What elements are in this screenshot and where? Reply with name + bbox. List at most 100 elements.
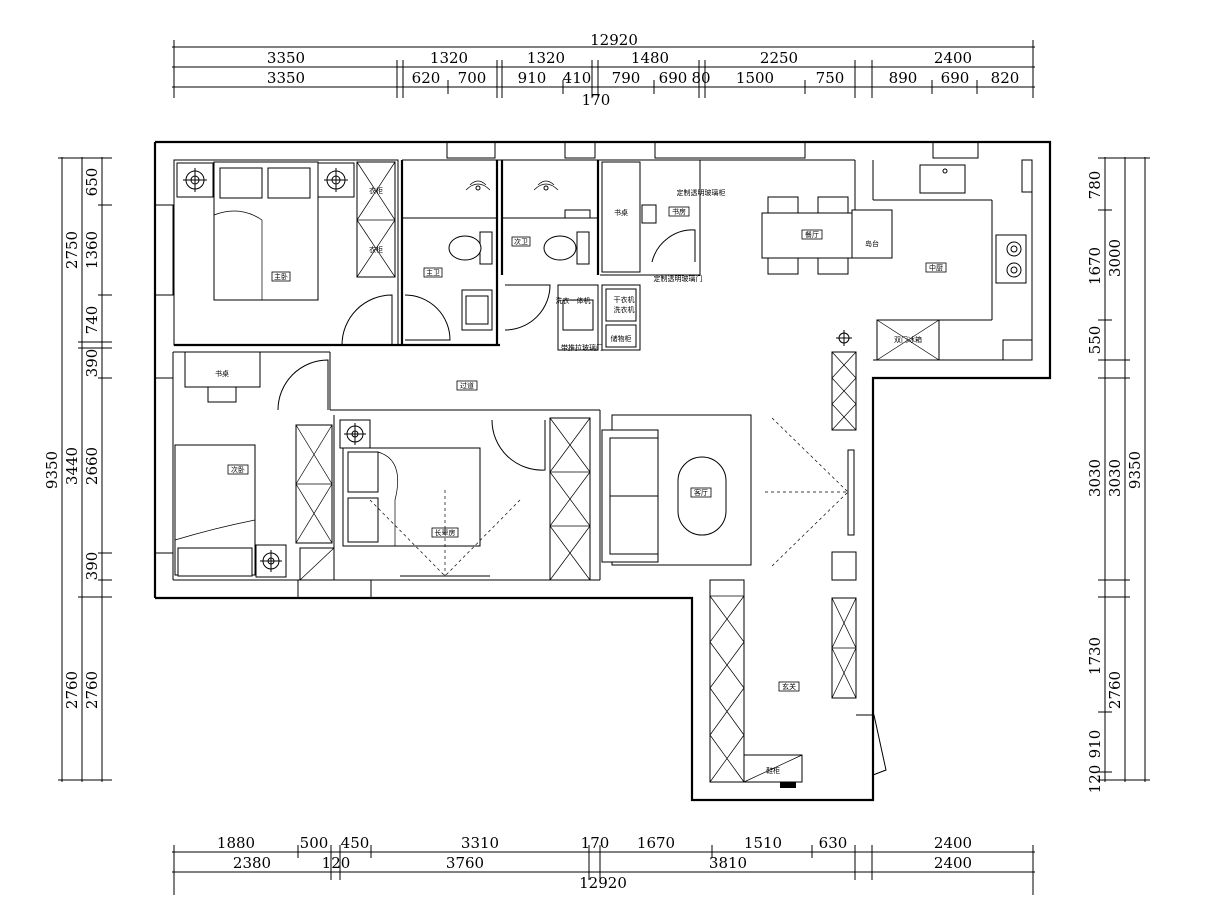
dim-top-r1-3: 1480 xyxy=(631,49,669,67)
door-swing xyxy=(651,229,696,263)
fridge-label: 双门冰箱 xyxy=(894,335,922,344)
dim-left-c2-6: 2760 xyxy=(83,671,101,709)
wardrobe-second xyxy=(295,424,333,544)
chair xyxy=(817,196,849,214)
dim-bot-r2-2: 3760 xyxy=(446,854,484,872)
shoe-cabinet xyxy=(831,597,857,699)
dim-top-r2-2: 700 xyxy=(458,69,487,87)
dim-right-total: 9350 xyxy=(1126,451,1144,489)
wardrobe-label: 衣柜 xyxy=(369,186,383,195)
right-dimensions: 780 1670 550 3030 1730 910 120 3000 3030… xyxy=(1086,157,1150,793)
storage-label: 储物柜 xyxy=(611,334,632,343)
door-swing xyxy=(491,419,546,471)
door-swing xyxy=(277,359,329,411)
desk-label: 书桌 xyxy=(215,369,229,378)
wardrobe-master: 衣柜 衣柜 xyxy=(356,161,396,278)
chair xyxy=(817,257,849,275)
dim-left-c2-1: 1360 xyxy=(83,231,101,269)
dim-left-c2-0: 650 xyxy=(83,168,101,197)
room-label-living: 客厅 xyxy=(694,488,708,497)
threshold xyxy=(780,782,796,788)
toilet-icon xyxy=(448,231,493,265)
dim-top-r2-7: 80 xyxy=(691,69,710,87)
living-room: 客厅 xyxy=(601,330,857,581)
dim-right-c2-1: 3030 xyxy=(1106,459,1124,497)
dim-top-r2-6: 690 xyxy=(659,69,688,87)
sink-icon xyxy=(919,164,966,194)
interior-walls xyxy=(172,159,1033,581)
dim-left-c2-2: 740 xyxy=(83,306,101,335)
desk xyxy=(184,351,261,388)
chair xyxy=(767,257,799,275)
wardrobe-label: 衣柜 xyxy=(369,245,383,254)
dim-top-total: 12920 xyxy=(590,31,638,49)
dim-left-c1-2: 2760 xyxy=(63,671,81,709)
glass-partition-label: 定制透明玻璃柜 xyxy=(677,188,726,197)
dim-top-r2-3: 910 xyxy=(518,69,547,87)
door-swing xyxy=(504,284,551,331)
wardrobe-entrance xyxy=(709,579,745,783)
bottom-dimensions: 1880 500 450 3310 170 1670 1510 630 2400… xyxy=(172,834,1035,895)
elder-room: 长辈房 xyxy=(339,417,591,581)
nightstand-lamp-icon xyxy=(317,162,355,198)
pendant-light-icon xyxy=(836,330,852,346)
nightstand-lamp-icon xyxy=(255,544,287,578)
room-label-second-bath: 次卫 xyxy=(514,237,528,246)
top-dimensions: 12920 3350 1320 1320 1480 2250 2400 3350… xyxy=(172,31,1035,109)
glass-door-label: 定制透明玻璃门 xyxy=(654,274,703,283)
dim-right-c1-3: 3030 xyxy=(1086,459,1104,497)
left-dimensions: 9350 2750 3440 2760 650 1360 740 390 266… xyxy=(43,157,112,782)
sink-icon xyxy=(557,284,599,351)
room-label-study: 书房 xyxy=(672,207,686,216)
dining-kitchen: 餐厅 岛台 中厨 双门冰箱 xyxy=(761,159,1033,361)
chair xyxy=(641,204,657,224)
laundry-tap-label: 带推拉玻璃门 xyxy=(561,343,603,352)
dim-top-r1-5: 2400 xyxy=(934,49,972,67)
master-bedroom: 衣柜 衣柜 主卧 xyxy=(176,161,396,346)
dim-bot-r1-4: 170 xyxy=(581,834,610,852)
chair xyxy=(207,386,237,403)
dim-bot-r1-2: 450 xyxy=(341,834,370,852)
dim-right-c1-6: 120 xyxy=(1086,765,1104,794)
dim-left-total: 9350 xyxy=(43,451,61,489)
dim-top-r2-8: 1500 xyxy=(736,69,774,87)
entry-door xyxy=(856,714,887,776)
sofa xyxy=(601,429,659,563)
dim-left-c2-4: 2660 xyxy=(83,447,101,485)
dim-top-r2-12: 820 xyxy=(991,69,1020,87)
desk xyxy=(601,161,641,273)
dim-bot-r2-4: 2400 xyxy=(934,854,972,872)
nightstand-lamp-icon xyxy=(339,419,371,449)
dim-top-r2-1: 620 xyxy=(412,69,441,87)
stove-icon xyxy=(995,234,1027,284)
dim-left-c2-3: 390 xyxy=(83,349,101,378)
desk-label: 书桌 xyxy=(614,208,628,217)
dim-top-r1-4: 2250 xyxy=(760,49,798,67)
room-label-master-bath: 主卫 xyxy=(426,268,440,277)
dim-top-r2-0: 3350 xyxy=(267,69,305,87)
wardrobe-elder xyxy=(549,417,591,581)
bathrooms: 主卫 次卫 洗衣一体机 带推拉玻璃门 干衣机 洗衣机 储物柜 xyxy=(404,180,641,352)
room-label-entrance: 玄关 xyxy=(782,682,796,691)
dim-right-c1-5: 910 xyxy=(1086,730,1104,759)
dim-top-below: 170 xyxy=(582,91,611,109)
dim-bot-r1-3: 3310 xyxy=(461,834,499,852)
dim-bot-r2-1: 120 xyxy=(322,854,351,872)
washer-label: 洗衣机 xyxy=(614,305,635,314)
dim-bot-r1-6: 1510 xyxy=(744,834,782,852)
dim-bot-r1-7: 630 xyxy=(819,834,848,852)
dim-bot-r2-3: 3810 xyxy=(709,854,747,872)
laundry-label: 洗衣一体机 xyxy=(556,296,591,305)
dim-bot-r1-1: 500 xyxy=(300,834,329,852)
dim-left-c1-0: 2750 xyxy=(63,231,81,269)
room-label-second-bedroom: 次卧 xyxy=(231,465,245,474)
dryer-label: 干衣机 xyxy=(614,295,635,304)
door-swing xyxy=(404,294,451,341)
hallway-and-bedroom: 过道 书桌 次卧 xyxy=(174,351,478,581)
room-label-kitchen: 中厨 xyxy=(929,263,943,272)
toilet-icon xyxy=(543,231,590,265)
dim-left-c2-5: 390 xyxy=(83,552,101,581)
study-top: 书桌 书房 定制透明玻璃柜 定制透明玻璃门 xyxy=(601,161,726,283)
dim-right-c1-4: 1730 xyxy=(1086,637,1104,675)
